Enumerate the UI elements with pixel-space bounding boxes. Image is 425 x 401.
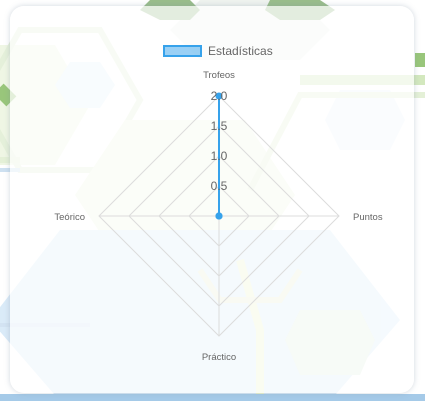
category-label: Teórico — [54, 212, 85, 223]
chart-legend[interactable]: Estadísticas — [163, 42, 273, 60]
category-label: Puntos — [353, 212, 383, 223]
tick-label: 0.5 — [211, 179, 228, 193]
category-label: Práctico — [202, 352, 236, 363]
data-point — [215, 92, 223, 100]
legend-swatch — [163, 45, 202, 57]
legend-label-estadisticas: Estadísticas — [208, 44, 273, 58]
tick-label: 1.0 — [211, 149, 228, 163]
radar-series — [215, 92, 223, 220]
category-label: Trofeos — [203, 70, 235, 81]
tick-label: 2.0 — [211, 89, 228, 103]
tick-label: 1.5 — [211, 119, 228, 133]
data-point — [215, 212, 223, 220]
